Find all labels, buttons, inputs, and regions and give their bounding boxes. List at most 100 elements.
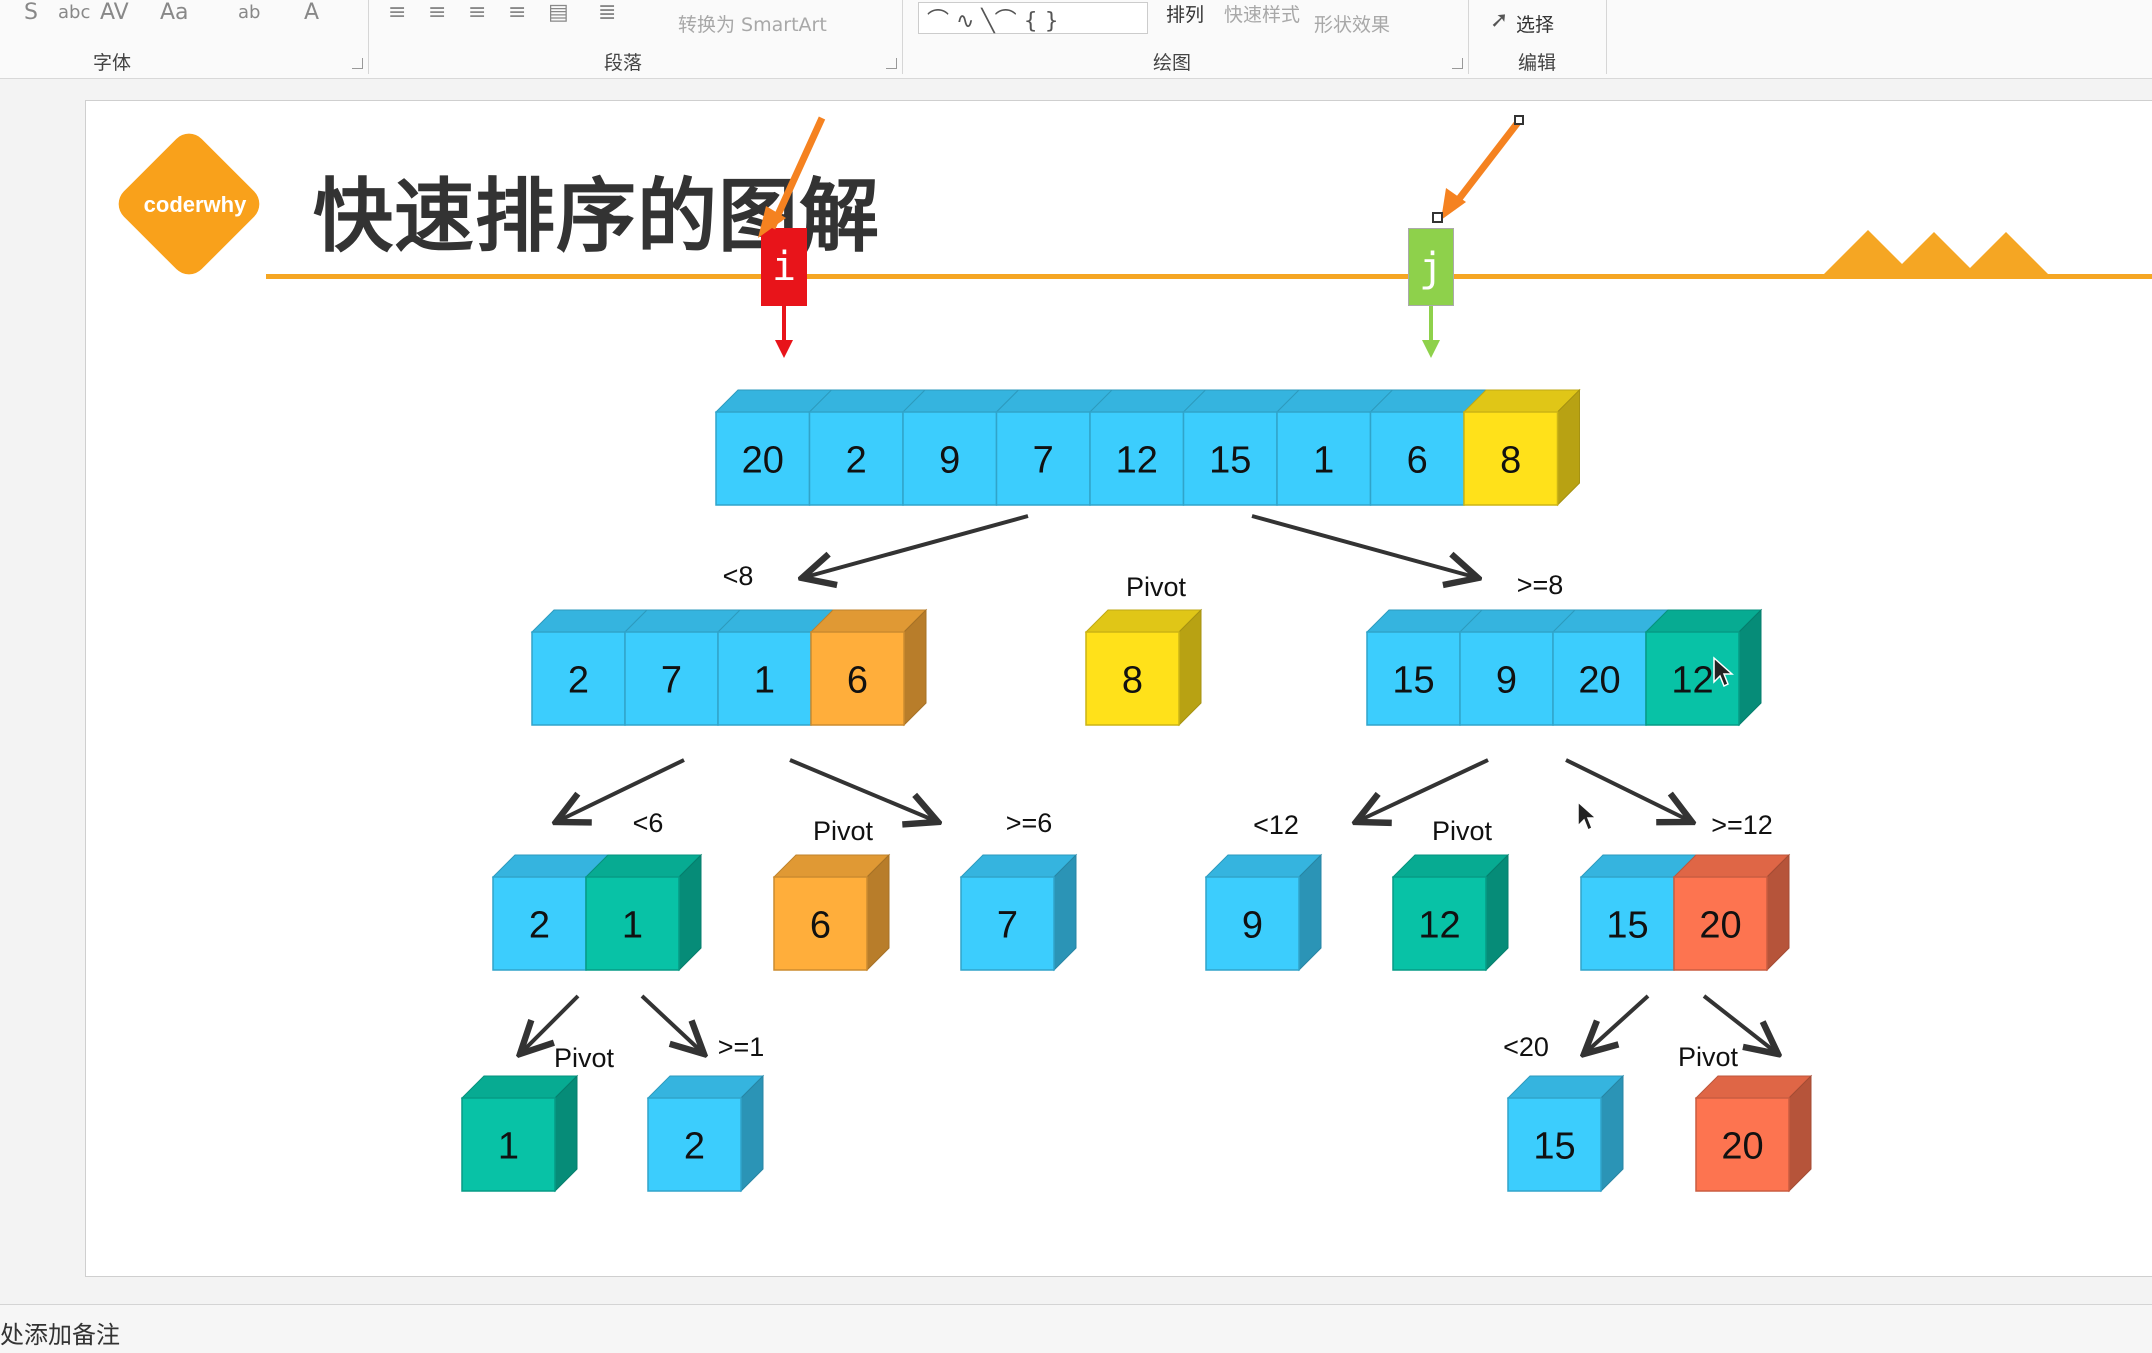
pointer-i[interactable]: i	[761, 228, 807, 306]
array-cell: 7	[959, 853, 1078, 972]
font-dialog-launcher[interactable]	[352, 58, 363, 69]
partition-label: >=1	[718, 1032, 765, 1062]
array-pivot1: 1	[460, 1074, 579, 1193]
character-spacing-icon[interactable]: abc	[58, 2, 91, 23]
shapes-gallery[interactable]: ⌒ ∿ ╲⌒ { }	[918, 2, 1148, 34]
cell-value: 8	[1122, 660, 1143, 702]
array-cell: 15	[1506, 1074, 1625, 1193]
cell-value: 2	[529, 905, 550, 947]
cell-value: 2	[846, 440, 867, 482]
justify-icon[interactable]: ≡	[508, 0, 527, 25]
cursor-select-icon: ➚	[1490, 8, 1509, 33]
tree-arrows	[520, 514, 1778, 1054]
array-cell: 15	[1579, 854, 1698, 971]
array-cell: 8	[1084, 608, 1203, 727]
partition-label: <8	[723, 561, 754, 591]
cell-value: 2	[684, 1126, 705, 1168]
kerning-icon[interactable]: AV	[100, 0, 129, 25]
logo-text: coderwhy	[143, 192, 247, 217]
array-cell: 2	[646, 1074, 765, 1193]
array-cell: 20	[714, 389, 833, 506]
array-cell: 1	[1275, 389, 1394, 506]
array-cell: 6	[772, 853, 891, 972]
partition-label: Pivot	[1678, 1042, 1739, 1072]
array-pivot20: 20	[1694, 1074, 1813, 1193]
cell-value: 1	[498, 1126, 519, 1168]
select-button[interactable]: 选择	[1516, 14, 1555, 36]
cell-value: 9	[939, 440, 960, 482]
array-cell: 1	[584, 853, 703, 972]
align-center-icon[interactable]: ≡	[428, 0, 447, 25]
cell-value: 20	[742, 440, 784, 482]
font-color-icon[interactable]: A	[304, 0, 320, 25]
partition-label: <20	[1503, 1032, 1549, 1062]
array-pivot8: 8	[1084, 608, 1203, 727]
cell-value: 15	[1209, 440, 1251, 482]
ribbon: S abc AV Aa ab A ≡ ≡ ≡ ≡ ▤ ≣ 转换为 SmartAr…	[0, 0, 2152, 79]
cell-value: 6	[847, 660, 868, 702]
mouse-cursor-icon	[1577, 800, 1598, 832]
partition-label: <12	[1253, 810, 1299, 840]
array-cell: 6	[1369, 389, 1488, 506]
array-cell: 2	[491, 854, 610, 971]
cell-value: 8	[1500, 440, 1521, 482]
cell-value: 7	[1033, 440, 1054, 482]
array-cell: 12	[1391, 853, 1510, 972]
align-left-icon[interactable]: ≡	[388, 0, 407, 25]
partition-label: Pivot	[1432, 816, 1493, 846]
quick-styles-button[interactable]: 快速样式	[1224, 4, 1301, 26]
partition-label: Pivot	[813, 816, 874, 846]
arrow-to-ge12	[1565, 758, 1692, 822]
shape-effects-button[interactable]: 形状效果	[1314, 14, 1391, 36]
cell-value: 6	[810, 905, 831, 947]
array-cell: 9	[1458, 609, 1577, 726]
align-right-icon[interactable]: ≡	[468, 0, 487, 25]
partition-label: <6	[633, 808, 664, 838]
arrow-to-ge1	[640, 994, 704, 1054]
array-cell: 7	[995, 389, 1114, 506]
pointer-j[interactable]: j	[1408, 228, 1454, 306]
arrow-to-pivot1	[520, 994, 580, 1054]
shapes-icon: ⌒ ∿ ╲⌒ { }	[927, 9, 1059, 34]
cell-value: 7	[661, 660, 682, 702]
array-cell: 20	[1551, 609, 1670, 726]
text-direction-icon[interactable]: ≣	[598, 0, 617, 25]
arrow-to-lt8	[802, 514, 1029, 578]
title-underline	[266, 274, 2152, 279]
arrow-to-pivot20	[1702, 994, 1778, 1054]
array-cell: 9	[901, 389, 1020, 506]
group-label-editing: 编辑	[1517, 52, 1557, 74]
notes-placeholder[interactable]: 处添加备注	[0, 1321, 120, 1349]
cell-value: 1	[1313, 440, 1334, 482]
array-cell: 6	[809, 608, 928, 727]
array-lt12: 9	[1204, 853, 1323, 972]
arrange-button[interactable]: 排列	[1166, 4, 1205, 26]
cell-value: 1	[754, 660, 775, 702]
array-cell: 20	[1672, 853, 1791, 972]
paragraph-dialog-launcher[interactable]	[886, 58, 897, 69]
mountain-decoration	[1820, 230, 2052, 278]
array-cell: 20	[1694, 1074, 1813, 1193]
arrow-to-lt20	[1584, 994, 1650, 1054]
notes-bar[interactable]: 处添加备注	[0, 1304, 2152, 1353]
array-pivot6: 6	[772, 853, 891, 972]
array-cell: 2	[530, 609, 649, 726]
convert-smartart-button[interactable]: 转换为 SmartArt	[678, 14, 827, 36]
arrow-to-lt6	[556, 758, 685, 822]
arrow-to-ge6	[789, 758, 938, 822]
array-cell: 7	[623, 609, 742, 726]
change-case-icon[interactable]: Aa	[160, 0, 189, 25]
highlight-icon[interactable]: ab	[238, 2, 261, 23]
strikethrough-icon[interactable]: S	[24, 0, 38, 25]
pointer-i-arrow	[758, 116, 826, 358]
cell-value: 7	[997, 905, 1018, 947]
array-cell: 8	[1462, 388, 1581, 507]
partition-label: >=12	[1711, 810, 1773, 840]
columns-icon[interactable]: ▤	[548, 0, 569, 25]
drawing-dialog-launcher[interactable]	[1452, 58, 1463, 69]
